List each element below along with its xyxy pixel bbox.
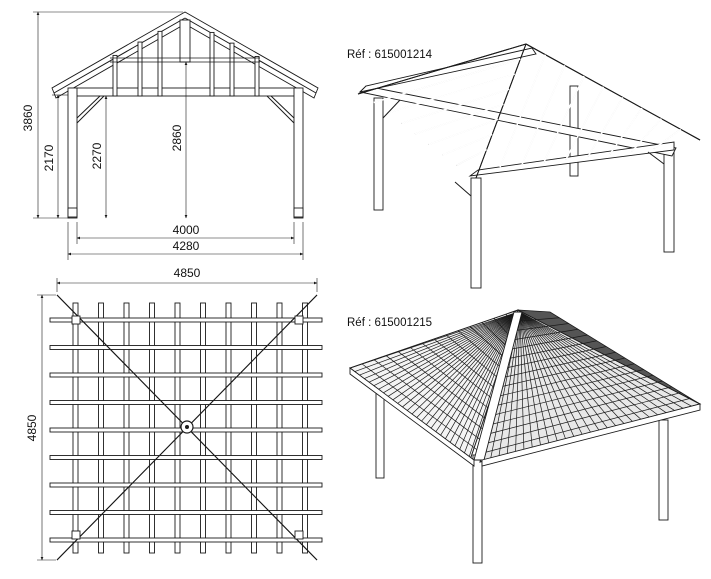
dim-ridge-height: 2860	[170, 124, 184, 151]
dim-total-height: 3860	[21, 104, 35, 131]
dim-inner-width: 4000	[173, 223, 200, 237]
dim-plan-width: 4850	[174, 266, 201, 280]
perspective-roof-view: Réf : 615001215	[347, 309, 702, 564]
dim-beam-height: 2270	[90, 142, 104, 169]
front-post-right	[293, 87, 304, 219]
ref-roof: Réf : 615001215	[347, 317, 432, 329]
front-post-left	[67, 87, 78, 219]
front-elevation-view: 3860 2170 2270 2860 4000 4280	[21, 11, 319, 260]
dim-outer-width: 4280	[173, 239, 200, 253]
perspective-frame-view: Réf : 615001214	[347, 43, 701, 289]
plan-view: 4850 4850	[25, 266, 323, 561]
dim-post-height: 2170	[42, 144, 56, 171]
dim-plan-depth: 4850	[25, 414, 39, 441]
ref-frame: Réf : 615001214	[347, 49, 433, 61]
